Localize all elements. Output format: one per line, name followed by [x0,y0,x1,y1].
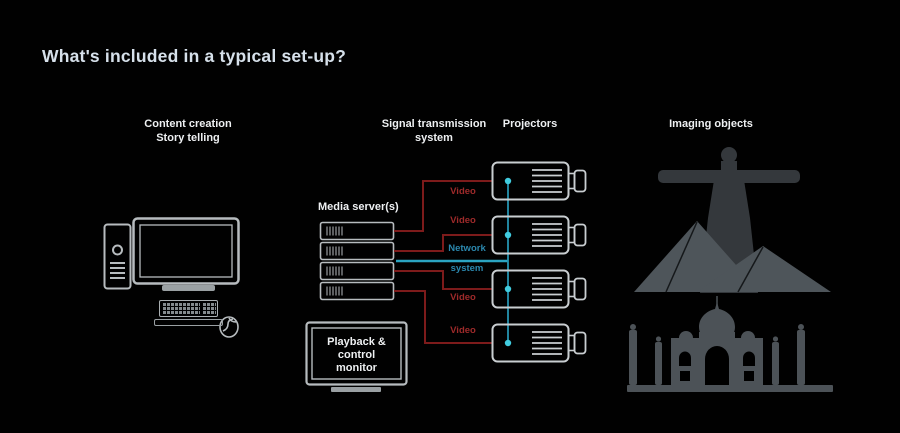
header-signal-transmission: Signal transmission system [364,118,504,145]
projector-icon [491,269,587,309]
taj-mahal-icon [627,296,833,392]
playback-monitor-label-line2: control [337,349,376,361]
video-label-3: Video [450,292,476,303]
network-system-label-line2: system [450,263,484,274]
media-server-row [319,241,395,261]
network-dots [504,177,512,347]
projector-icon [491,161,587,201]
header-imaging-objects: Imaging objects [669,118,753,130]
video-cable-3 [394,270,492,290]
video-label-2: Video [450,215,476,226]
video-cable-2 [394,234,492,252]
header-content-creation: Content creation Story telling [118,118,258,145]
playback-monitor-icon [305,321,408,392]
media-servers-label: Media server(s) [318,201,399,213]
keyboard-base [154,319,223,326]
video-cables [394,180,492,344]
header-signal-transmission-line2: system [415,131,453,144]
keyboard-numpad-divider [200,301,203,316]
header-signal-transmission-line1: Signal transmission [381,118,487,130]
video-label-1: Video [450,186,476,197]
header-content-creation-line2: Story telling [156,131,220,144]
projector-stack [491,161,587,363]
media-server-row [319,221,395,241]
header-projectors: Projectors [502,118,558,130]
computer-monitor-icon [132,217,240,291]
media-server-stack [319,221,395,301]
playback-monitor-label: Playback & control monitor [307,336,406,375]
network-system-label-line1: Network [448,243,486,254]
projector-icon [491,215,587,255]
media-server-row [319,281,395,301]
video-cable-4 [394,290,492,344]
computer-keyboard-icon [159,300,218,317]
christ-redeemer-pyramids-icon [634,147,831,293]
playback-monitor-label-line1: Playback & [327,336,386,348]
playback-monitor-label-line3: monitor [336,362,377,374]
page-title: What's included in a typical set-up? [42,46,347,66]
computer-tower-icon [103,223,132,290]
keyboard-keys [161,302,216,315]
computer-mouse-icon [219,316,239,338]
video-label-4: Video [450,325,476,336]
projector-icon [491,323,587,363]
media-server-row [319,261,395,281]
video-cable-1 [394,180,492,232]
header-content-creation-line1: Content creation [144,118,232,130]
